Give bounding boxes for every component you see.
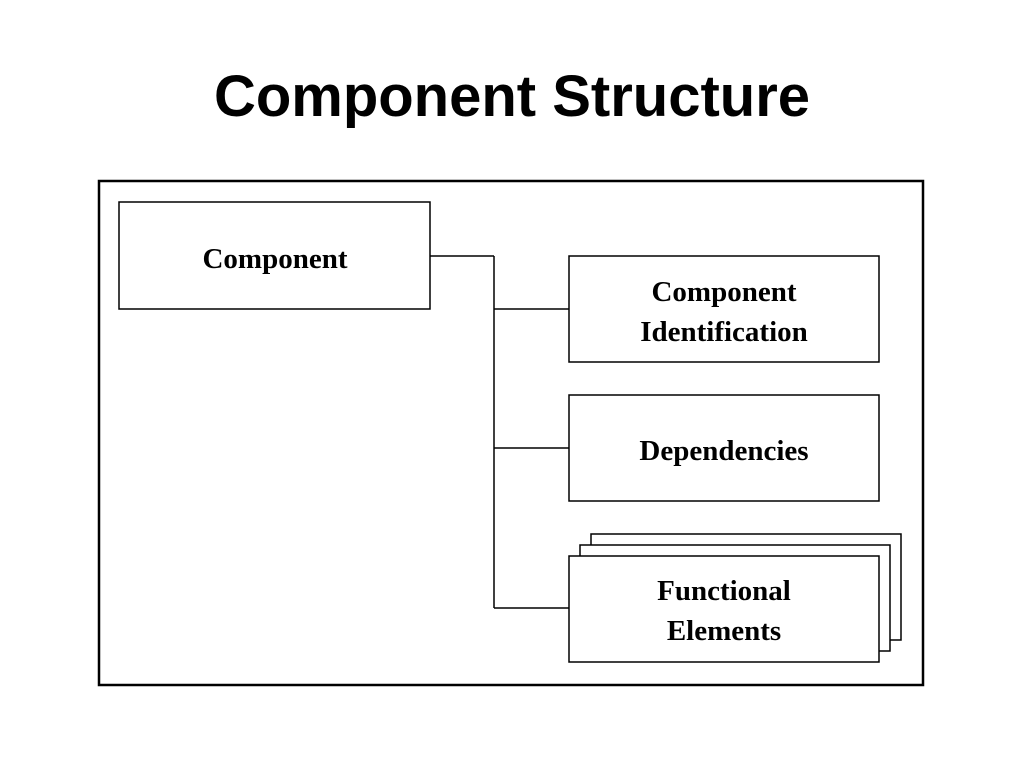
tree-connectors xyxy=(430,255,569,609)
child-node-box xyxy=(568,394,880,502)
child-node-component-identification: Component Identification xyxy=(568,255,880,363)
child-node-label-line-1: Component xyxy=(651,276,796,308)
child-node-label: Dependencies xyxy=(639,435,808,467)
child-node-label-line-1: Functional xyxy=(657,575,791,607)
child-node-label-line-2: Identification xyxy=(640,316,808,348)
child-node-dependencies: Dependencies xyxy=(568,394,880,502)
root-node-box xyxy=(118,201,431,310)
slide-title: Component Structure xyxy=(213,64,811,129)
root-node-component: Component xyxy=(118,201,431,310)
child-node-box xyxy=(568,255,880,363)
child-node-label-line-2: Elements xyxy=(667,615,781,647)
child-node-functional-elements: Functional Elements xyxy=(568,533,902,663)
child-node-box xyxy=(568,555,880,663)
root-node-label: Component xyxy=(202,243,347,275)
